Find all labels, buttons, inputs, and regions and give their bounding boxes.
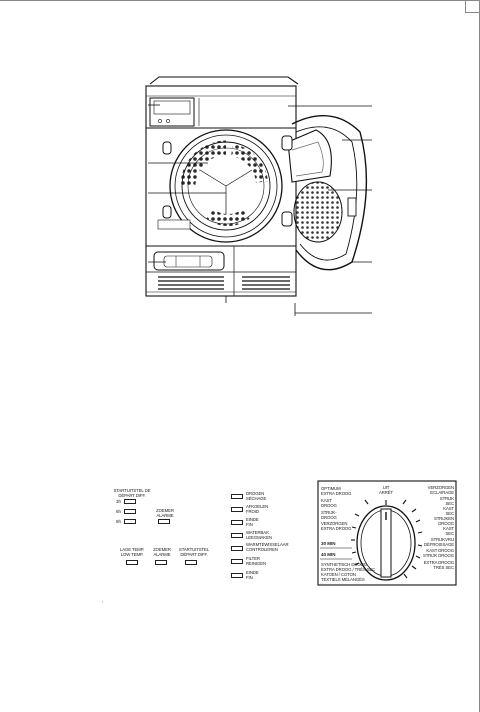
dial-right-program-3: KAST SEC bbox=[443, 506, 454, 516]
alarm-title: ZOEMER ALARME bbox=[156, 508, 174, 518]
alarm-button[interactable] bbox=[158, 519, 170, 524]
dial-bottom-row-1: SYNTHETISCH DROOG bbox=[321, 562, 368, 567]
dial-bottom-row-3: KATOEN / COTON bbox=[321, 572, 356, 577]
indicator-drying-label: DROGEN SÉCHAGE bbox=[246, 491, 267, 501]
indicator-end-2-label: EINDE FIN bbox=[246, 570, 259, 580]
buzzer-button[interactable] bbox=[155, 560, 167, 565]
delay-3h-button[interactable] bbox=[124, 499, 136, 504]
low-temp-button[interactable] bbox=[126, 560, 138, 565]
dryer-cabinet bbox=[145, 76, 299, 297]
delay-start-bottom-button[interactable] bbox=[185, 560, 197, 565]
dryer-illustration bbox=[145, 76, 372, 316]
delay-3h-label: 3h bbox=[116, 499, 122, 504]
page-border bbox=[0, 0, 480, 1]
footnote-mark: , bbox=[102, 598, 104, 604]
indicator-water-container-label: WATERBAK LEEGMAKEN bbox=[246, 530, 272, 540]
dial-bottom-row-4: TEXTIELS MÉLANGÉS bbox=[321, 577, 365, 582]
buzzer-label: ZOEMER ALARME bbox=[153, 547, 171, 557]
indicator-end-2 bbox=[231, 573, 243, 578]
indicator-water-container bbox=[231, 533, 243, 538]
dial-30-min: 30 MIN bbox=[321, 541, 336, 546]
indicator-heat-exchanger bbox=[231, 546, 243, 551]
dial-left-program-4: VERZORGEN EXTRA DROOG bbox=[321, 521, 352, 531]
water-container bbox=[153, 251, 225, 271]
dial-right-program-5: KAST SEC bbox=[443, 526, 454, 536]
indicator-cooling bbox=[231, 507, 243, 512]
dryer-control-panel bbox=[149, 97, 200, 127]
ventilation-grille bbox=[158, 276, 290, 290]
delay-6h-button[interactable] bbox=[124, 509, 136, 514]
door-hinges bbox=[157, 141, 191, 230]
delay-start-bottom-label: STARTUITSTEL DÉPART DIFF. bbox=[178, 547, 210, 557]
callout-lines bbox=[148, 104, 372, 316]
indicator-filter-label: FILTER REINIGEN bbox=[246, 556, 266, 566]
dial-left-program-3: STRIJK- DROOG bbox=[321, 510, 337, 520]
delay-9h-label: 9h bbox=[116, 519, 122, 524]
program-dial-knob[interactable] bbox=[356, 505, 416, 581]
dial-off-label: UIT ARRÊT bbox=[378, 485, 394, 495]
indicator-end-label: EINDE FIN bbox=[246, 517, 259, 527]
delay-6h-label: 6h bbox=[116, 509, 122, 514]
dryer-door bbox=[281, 115, 368, 271]
indicator-drying bbox=[231, 494, 243, 499]
dial-right-program-4: STRIJKEN DROOG bbox=[434, 516, 454, 526]
page-corner-mark bbox=[465, 0, 480, 13]
dial-left-program-1: OPTIMUM EXTRA DROOG bbox=[321, 486, 352, 496]
dial-separators bbox=[320, 547, 352, 560]
indicator-heat-exchanger-label: WARMTEWISSELAAR CONTROLEREN bbox=[246, 542, 289, 552]
indicator-filter bbox=[231, 559, 243, 564]
delay-9h-button[interactable] bbox=[124, 519, 136, 524]
dial-right-program-7: KAST DROOG STRIJK DROOG bbox=[422, 548, 454, 558]
dial-right-program-1: VERZORGEN ECLAIRAGE bbox=[427, 485, 454, 495]
dial-right-program-8: EXTRA DROOG TRÈS SEC bbox=[423, 560, 455, 570]
delay-start-title: STARTUITSTEL DE DÉPART DIFF. bbox=[113, 488, 151, 498]
low-temp-label: LAGE TEMP. LOW TEMP. bbox=[119, 547, 145, 557]
indicator-cooling-label: AFKOELEN FROID bbox=[246, 504, 269, 514]
dial-right-program-2: STRIJK SEC bbox=[439, 496, 454, 506]
indicator-end bbox=[231, 520, 243, 525]
dial-bottom-row-2: EXTRA DROOG / TRÈS SEC bbox=[321, 567, 376, 572]
dial-40-min: 40 MIN bbox=[321, 552, 336, 557]
dial-right-program-6: STRIJKVRIJ DÉFROISSAGE bbox=[424, 537, 454, 547]
dryer-drum bbox=[169, 129, 283, 243]
dial-left-program-2: KAST DROOG bbox=[321, 498, 337, 508]
program-dial-frame bbox=[317, 480, 457, 586]
dial-tick-marks bbox=[351, 499, 423, 579]
